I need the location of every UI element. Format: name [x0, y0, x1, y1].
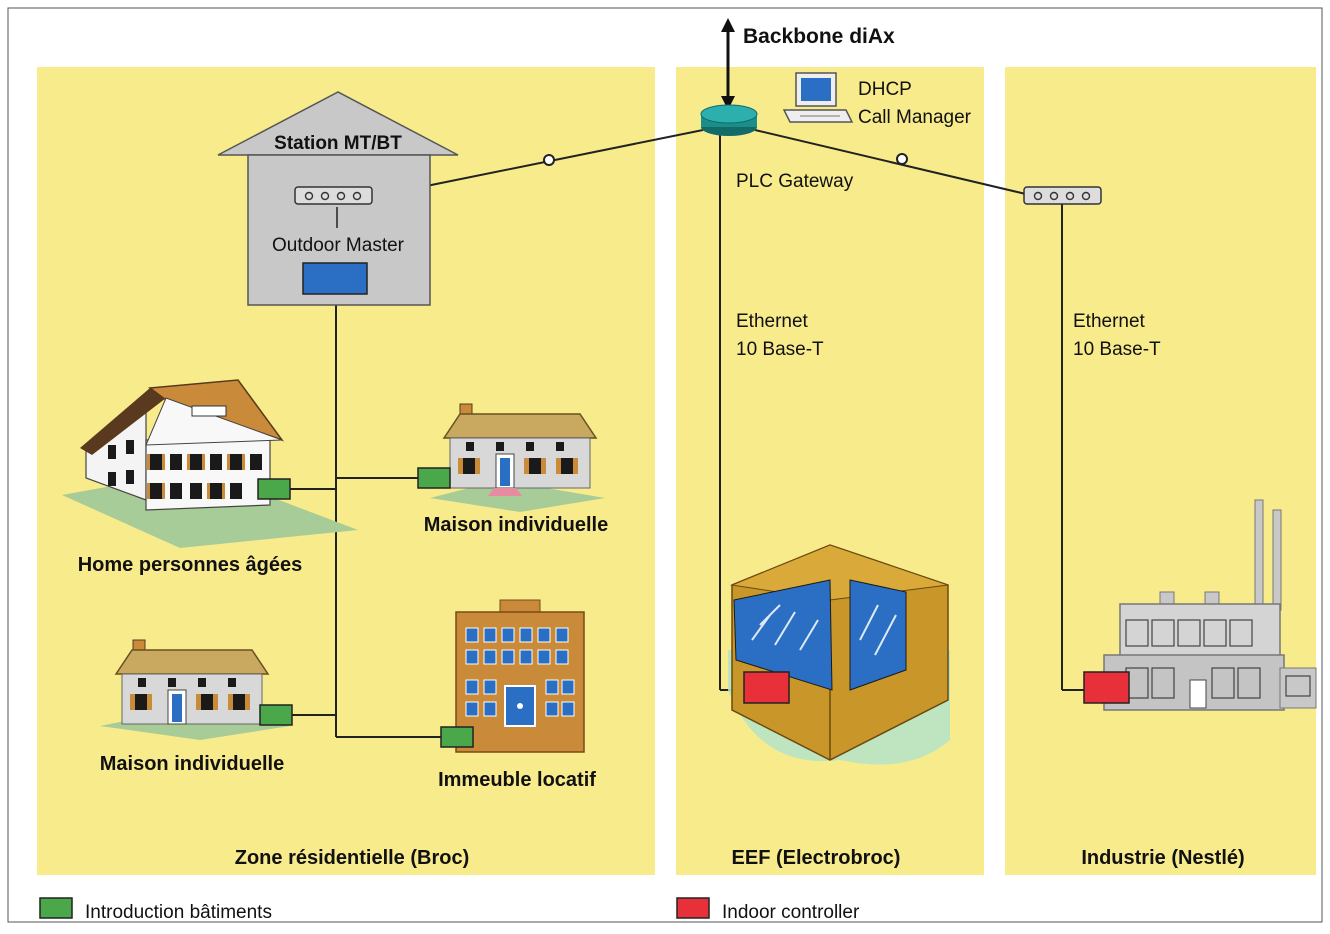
- legend-indoor-swatch: [676, 897, 710, 919]
- outdoor-master-box: [302, 262, 368, 295]
- introduction-box: [440, 726, 474, 748]
- computer-icon: [782, 72, 854, 123]
- office-building-icon: [728, 544, 950, 765]
- ethernet-label-eef: Ethernet: [736, 311, 809, 332]
- outdoor-master-label: Outdoor Master: [272, 235, 405, 256]
- legend-introduction-swatch: [39, 897, 73, 919]
- modem-icon: [294, 186, 373, 205]
- backbone-label: Backbone diAx: [743, 25, 895, 48]
- gateway-label: PLC Gateway: [736, 171, 854, 192]
- station-title: Station MT/BT: [274, 133, 402, 154]
- ethernet-type-eef: 10 Base-T: [736, 339, 824, 360]
- router-icon: [700, 104, 758, 136]
- line-node: [543, 154, 555, 166]
- ethernet-label-industrie: Ethernet: [1073, 311, 1146, 332]
- dhcp-label: DHCP: [858, 79, 912, 100]
- maison-top-label: Maison individuelle: [424, 514, 608, 536]
- line-node: [896, 153, 908, 165]
- home-label: Home personnes âgées: [78, 554, 303, 576]
- house-icon: [100, 639, 290, 740]
- introduction-box: [259, 704, 293, 726]
- indoor-controller-box: [743, 671, 790, 704]
- ethernet-type-industrie: 10 Base-T: [1073, 339, 1161, 360]
- introduction-box: [417, 467, 451, 489]
- legend-introduction-label: Introduction bâtiments: [85, 902, 272, 923]
- call-manager-label: Call Manager: [858, 107, 972, 128]
- introduction-box: [257, 478, 291, 500]
- apartment-building-icon: [455, 599, 585, 753]
- indoor-controller-box: [1083, 671, 1130, 704]
- zone-eef-label: EEF (Electrobroc): [732, 847, 901, 869]
- maison-bottom-label: Maison individuelle: [100, 753, 284, 775]
- immeuble-label: Immeuble locatif: [438, 769, 596, 791]
- legend-indoor-label: Indoor controller: [722, 902, 860, 923]
- zone-industrie-label: Industrie (Nestlé): [1081, 847, 1244, 869]
- factory-icon: [1103, 499, 1317, 711]
- house-icon: [430, 403, 605, 512]
- home-building-icon: [62, 379, 358, 548]
- zone-residential-label: Zone résidentielle (Broc): [235, 847, 470, 869]
- modem-icon: [1023, 186, 1102, 205]
- backbone-arrow-icon: [721, 18, 735, 110]
